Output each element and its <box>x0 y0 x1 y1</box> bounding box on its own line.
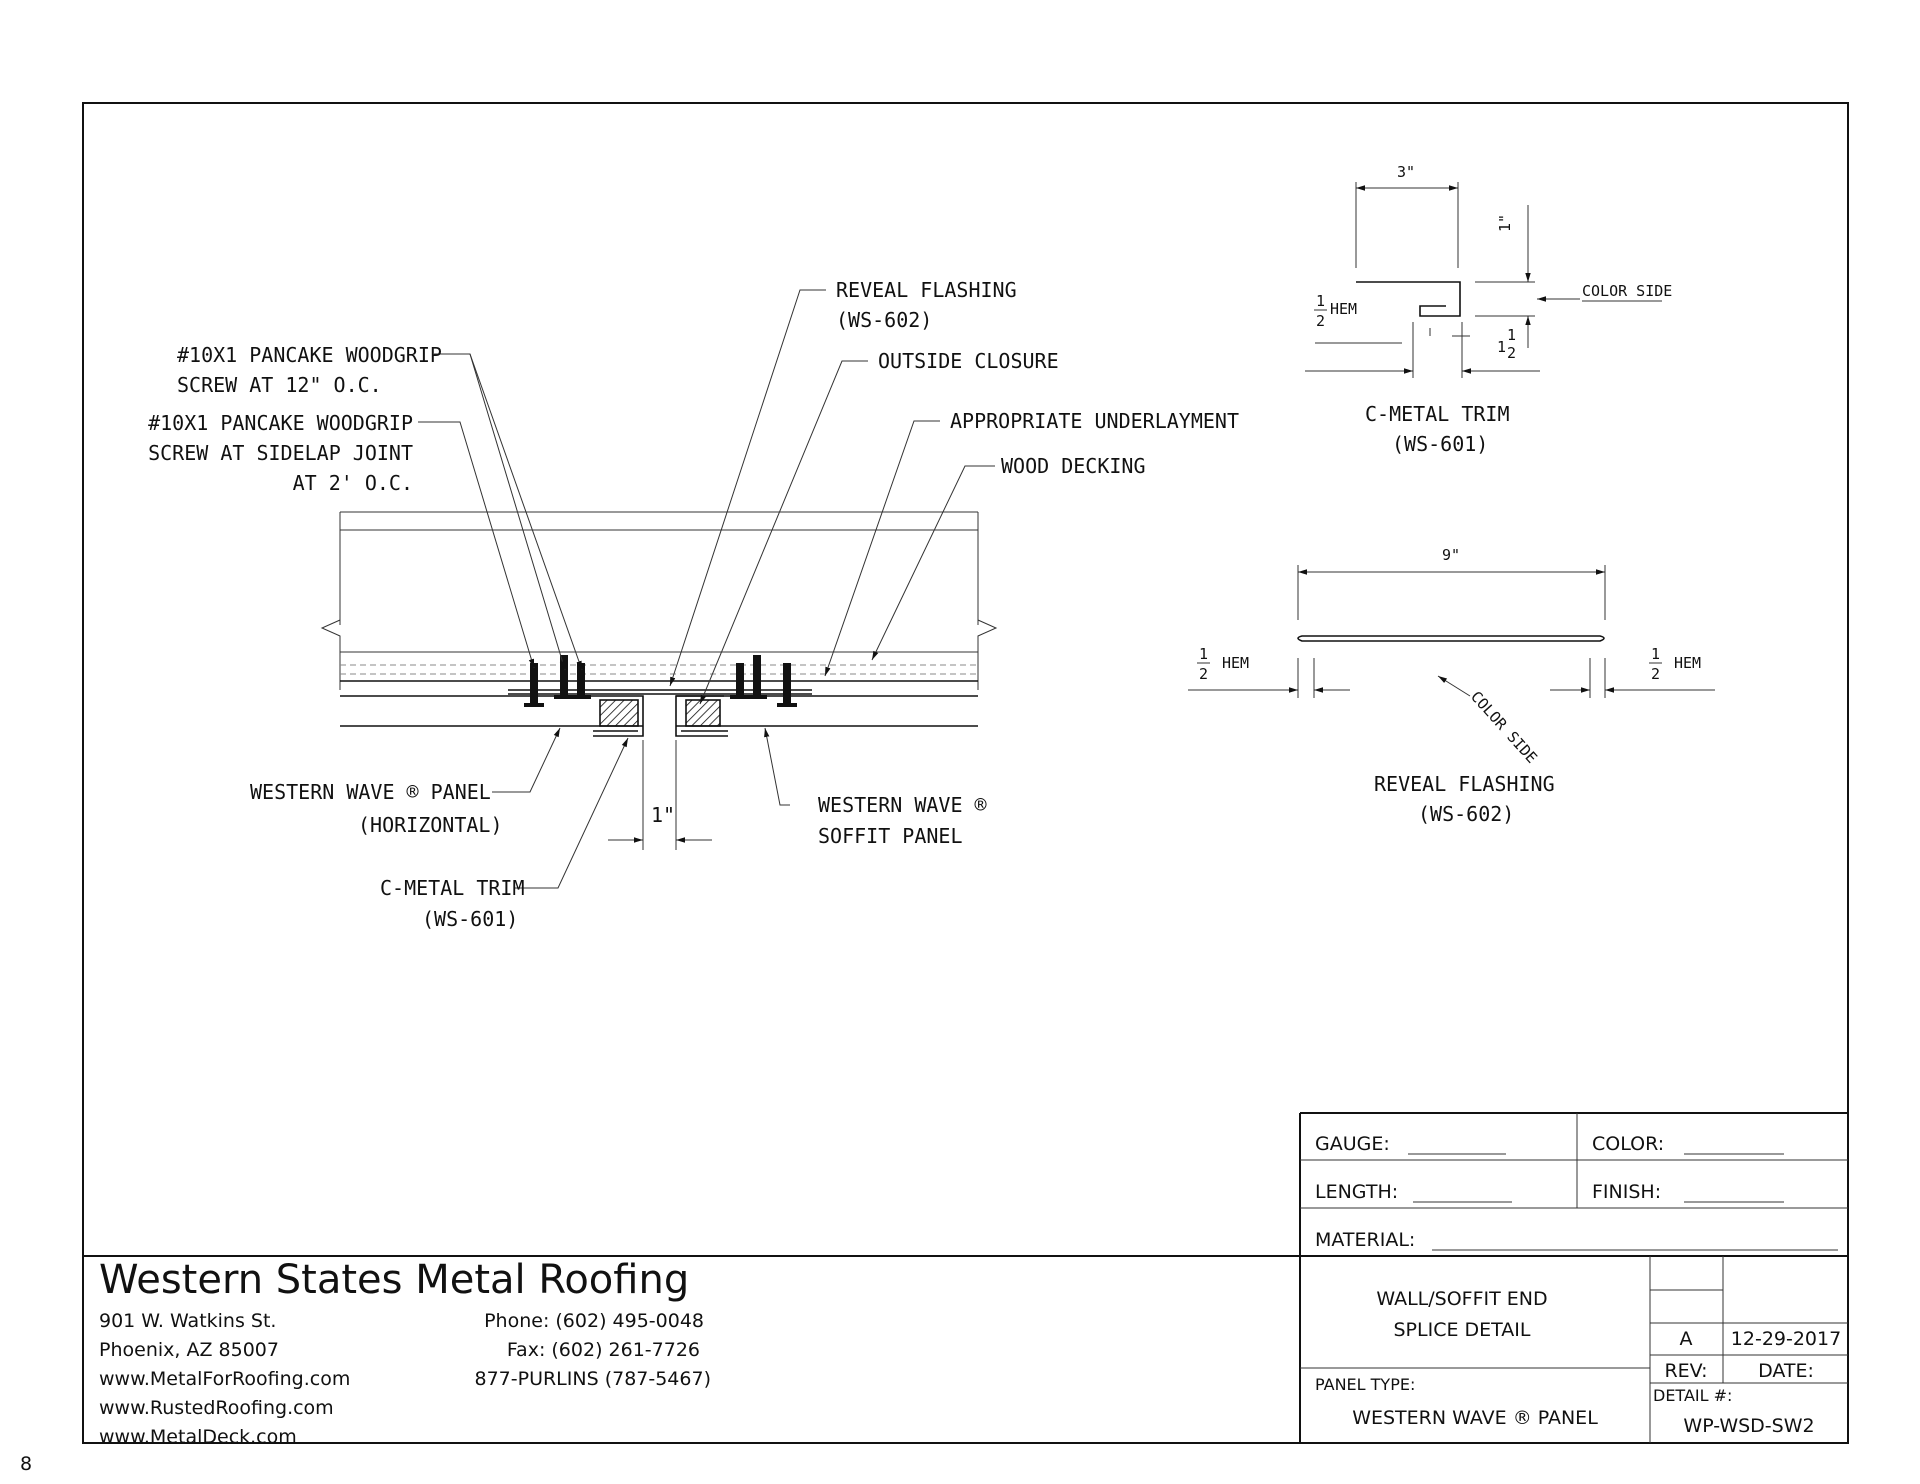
finish-label: FINISH: <box>1592 1181 1661 1203</box>
c-trim-lip-den: 2 <box>1507 344 1516 362</box>
callout-ctrim-line1: C-METAL TRIM <box>380 876 525 900</box>
sheet-border <box>82 102 1849 1444</box>
soffit-panel <box>676 695 978 727</box>
callout-panel-line1: WESTERN WAVE ® PANEL <box>250 780 491 804</box>
panel-type-value: WESTERN WAVE ® PANEL <box>1352 1407 1598 1429</box>
c-trim-dimensions: 3" 1" 1 2 HEM 1 1 2 COLOR SIDE <box>1305 163 1672 378</box>
date-value: 12-29-2017 <box>1731 1328 1841 1350</box>
wood-decking <box>320 511 998 690</box>
reveal-title-line2: (WS-602) <box>1418 802 1514 826</box>
callout-screw-sidelap-line3: AT 2' O.C. <box>293 471 413 495</box>
reveal-profile <box>1297 635 1605 642</box>
reveal-dim-width: 9" <box>1442 546 1460 564</box>
c-trim-title-line2: (WS-601) <box>1392 432 1488 456</box>
panel-type-label: PANEL TYPE: <box>1315 1375 1415 1394</box>
gap-dimension: 1" <box>608 740 712 850</box>
callout-screw-12oc-line2: SCREW AT 12" O.C. <box>177 373 382 397</box>
screw-1 <box>524 663 544 707</box>
detail-title-line1: WALL/SOFFIT END <box>1376 1288 1547 1310</box>
callout-soffit-line2: SOFFIT PANEL <box>818 824 963 848</box>
detail-no-value: WP-WSD-SW2 <box>1683 1415 1814 1437</box>
callout-soffit-line1: WESTERN WAVE ® <box>818 793 988 817</box>
reveal-title-line1: REVEAL FLASHING <box>1374 772 1555 796</box>
company-tollfree: 877-PURLINS (787-5467) <box>475 1368 712 1390</box>
c-trim-lip-whole: 1 <box>1497 338 1506 356</box>
callout-screw-12oc-line1: #10X1 PANCAKE WOODGRIP <box>177 343 442 367</box>
screws <box>524 655 797 707</box>
callout-reveal-flashing-line2: (WS-602) <box>836 308 932 332</box>
c-metal-trim-right <box>675 695 728 737</box>
callout-panel-line2: (HORIZONTAL) <box>358 813 503 837</box>
company-phone: Phone: (602) 495-0048 <box>484 1310 704 1332</box>
callout-screw-sidelap-line1: #10X1 PANCAKE WOODGRIP <box>148 411 413 435</box>
reveal-hem-right-den: 2 <box>1651 665 1660 683</box>
leader-lines <box>418 289 995 889</box>
company-name: Western States Metal Roofing <box>99 1257 689 1303</box>
underlayment <box>340 664 978 682</box>
c-trim-hem-label: HEM <box>1330 300 1357 318</box>
title-block <box>83 1112 1848 1443</box>
material-label: MATERIAL: <box>1315 1229 1415 1251</box>
date-label: DATE: <box>1758 1360 1814 1382</box>
callout-outside-closure: OUTSIDE CLOSURE <box>878 349 1059 373</box>
rev-value: A <box>1680 1328 1693 1350</box>
page-number: 8 <box>20 1453 32 1475</box>
company-web2: www.RustedRoofing.com <box>99 1397 334 1419</box>
c-trim-dim-width: 3" <box>1397 163 1415 181</box>
c-trim-dim-height: 1" <box>1496 214 1514 232</box>
screw-6 <box>777 663 797 707</box>
callout-wood-decking: WOOD DECKING <box>1001 454 1146 478</box>
c-trim-hem-num: 1 <box>1316 292 1325 310</box>
company-address1: 901 W. Watkins St. <box>99 1310 276 1332</box>
detail-title-line2: SPLICE DETAIL <box>1394 1319 1531 1341</box>
reveal-hem-left-den: 2 <box>1199 665 1208 683</box>
gauge-label: GAUGE: <box>1315 1133 1390 1155</box>
rev-label: REV: <box>1664 1360 1707 1382</box>
callout-reveal-flashing-line1: REVEAL FLASHING <box>836 278 1017 302</box>
c-trim-lip-num: 1 <box>1507 326 1516 344</box>
callout-underlayment: APPROPRIATE UNDERLAYMENT <box>950 409 1239 433</box>
company-web1: www.MetalForRoofing.com <box>99 1368 350 1390</box>
c-metal-trim-left <box>593 695 644 737</box>
reveal-color-side: COLOR SIDE <box>1467 688 1541 767</box>
c-trim-title-line1: C-METAL TRIM <box>1365 402 1510 426</box>
callout-screw-sidelap-line2: SCREW AT SIDELAP JOINT <box>148 441 413 465</box>
c-trim-profile <box>1356 281 1461 317</box>
callout-ctrim-line2: (WS-601) <box>422 907 518 931</box>
company-fax: Fax: (602) 261-7726 <box>507 1339 700 1361</box>
reveal-flashing-main <box>508 689 812 695</box>
screw-5 <box>747 655 767 699</box>
c-trim-hem-den: 2 <box>1316 312 1325 330</box>
reveal-hem-left-num: 1 <box>1199 645 1208 663</box>
company-web3: www.MetalDeck.com <box>99 1426 297 1448</box>
reveal-hem-right-num: 1 <box>1651 645 1660 663</box>
length-label: LENGTH: <box>1315 1181 1398 1203</box>
outside-closure-right <box>685 699 721 727</box>
screw-3 <box>571 663 591 699</box>
color-label: COLOR: <box>1592 1133 1664 1155</box>
screw-4 <box>730 663 750 699</box>
company-address2: Phoenix, AZ 85007 <box>99 1339 279 1361</box>
reveal-dimensions: 9" 1 2 HEM 1 2 HEM COLOR SIDE <box>1188 546 1715 767</box>
gap-dim-label: 1" <box>651 803 675 827</box>
detail-no-label: DETAIL #: <box>1653 1386 1732 1405</box>
outside-closure-left <box>599 699 639 727</box>
reveal-hem-right-label: HEM <box>1674 654 1701 672</box>
c-trim-color-side: COLOR SIDE <box>1582 282 1672 300</box>
reveal-hem-left-label: HEM <box>1222 654 1249 672</box>
western-wave-panel <box>340 695 643 727</box>
screw-2 <box>554 655 574 699</box>
